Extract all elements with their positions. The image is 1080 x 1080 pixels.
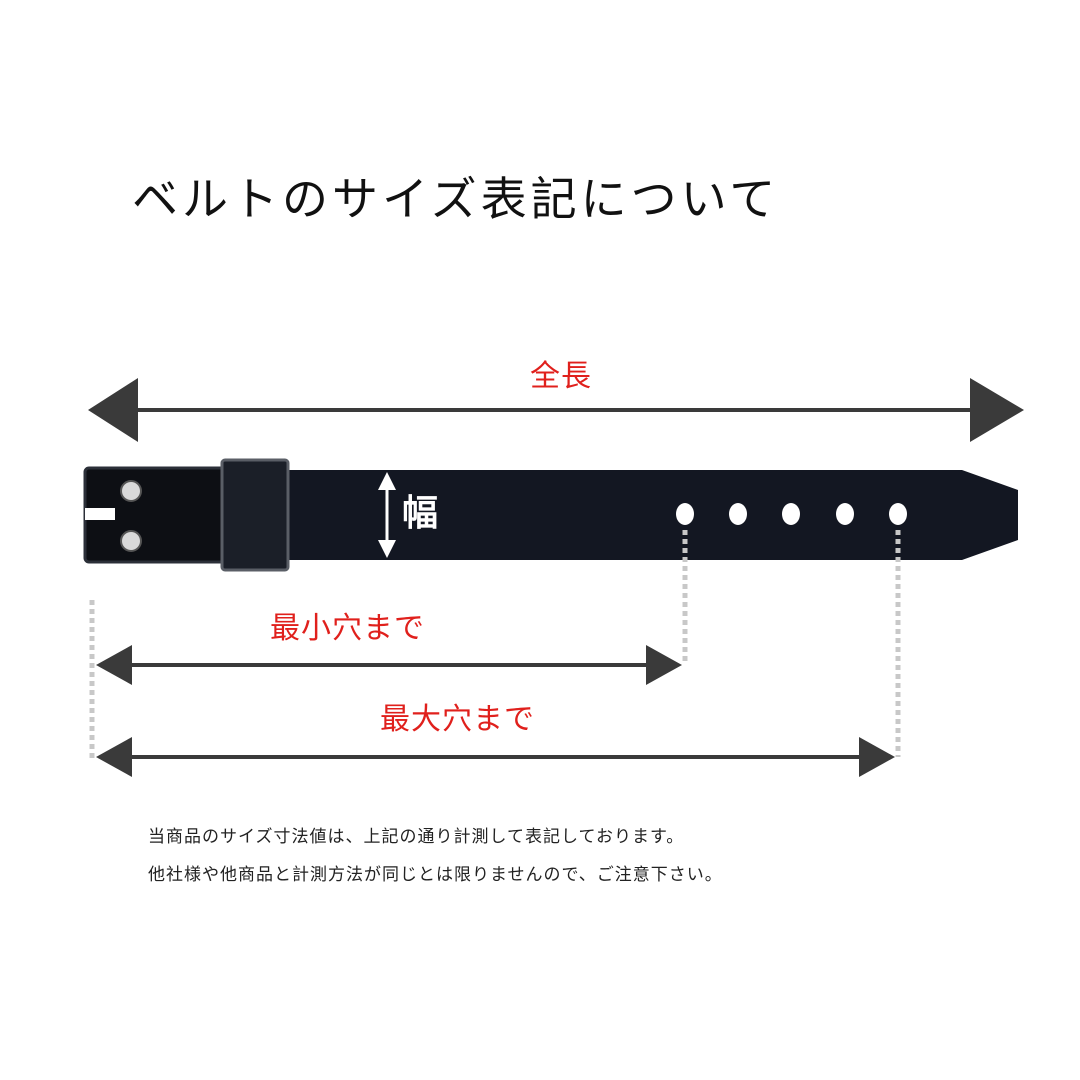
rivet-bottom [120,530,142,552]
page-title: ベルトのサイズ表記について [132,172,780,226]
measurement-note: 当商品のサイズ寸法値は、上記の通り計測して表記しております。 [148,827,685,847]
width-label: 幅 [402,493,439,534]
min-hole-label: 最小穴まで [270,611,425,646]
belt-hole-3 [782,503,800,525]
belt-hole-5 [889,503,907,525]
total-length-arrowhead-left [88,378,138,442]
belt-hole-2 [729,503,747,525]
min-hole-arrowhead-right [646,645,682,685]
width-arrowhead-top [378,472,396,490]
width-arrow [378,472,396,558]
buckle-slot [85,508,115,520]
width-arrowhead-bottom [378,540,396,558]
belt-hole-4 [836,503,854,525]
min-hole-arrowhead-left [96,645,132,685]
belt-strap [270,470,1018,560]
min-hole-arrow [96,645,682,685]
rivet-top [120,480,142,502]
caution-note: 他社様や他商品と計測方法が同じとは限りませんので、ご注意下さい。 [148,865,723,885]
max-hole-arrowhead-right [859,737,895,777]
max-hole-arrow [96,737,895,777]
belt-hole-1 [676,503,694,525]
guide-lines [89,530,901,760]
belt-keeper [220,458,290,572]
max-hole-arrowhead-left [96,737,132,777]
total-length-arrow [88,378,1024,442]
total-length-label: 全長 [530,359,592,394]
max-hole-label: 最大穴まで [380,702,535,737]
belt [83,458,1018,572]
total-length-arrowhead-right [970,378,1024,442]
